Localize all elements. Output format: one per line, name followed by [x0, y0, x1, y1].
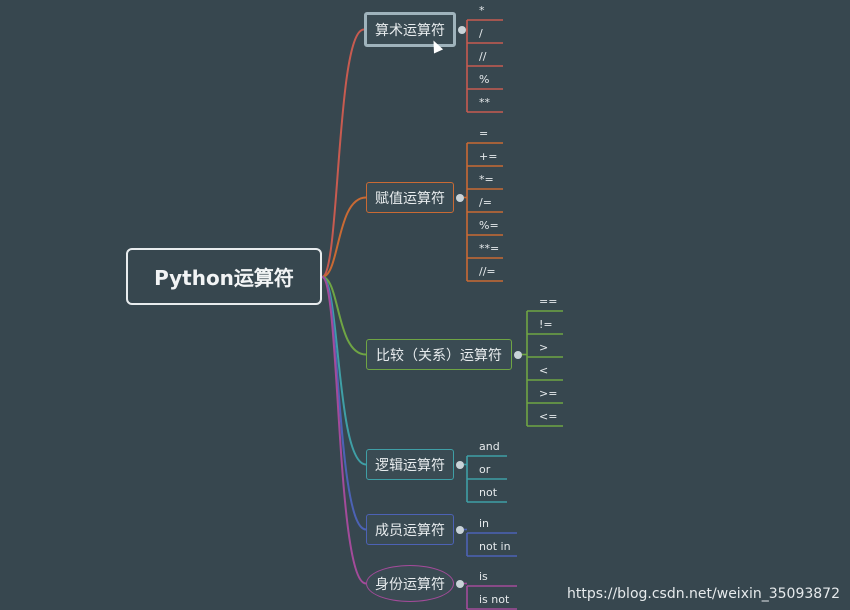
leaf-item[interactable]: in — [479, 517, 490, 530]
leaf-item[interactable]: not — [479, 486, 498, 499]
leaf-item[interactable]: != — [539, 318, 553, 331]
branch-node[interactable]: 成员运算符 — [366, 514, 454, 545]
collapse-dot-icon[interactable] — [456, 579, 464, 588]
leaf-item[interactable]: //= — [479, 265, 496, 278]
leaf-item[interactable]: is not — [479, 593, 510, 606]
leaf-item[interactable]: > — [539, 341, 549, 354]
collapse-dot-icon[interactable] — [456, 460, 464, 469]
leaf-item[interactable]: not in — [479, 540, 511, 553]
leaf-item[interactable]: is — [479, 570, 488, 583]
leaf-item[interactable]: %= — [479, 219, 499, 232]
collapse-dot-icon[interactable] — [458, 25, 466, 34]
branch-node[interactable]: 比较（关系）运算符 — [366, 339, 512, 370]
leaf-item[interactable]: += — [479, 150, 498, 163]
collapse-dot-icon[interactable] — [514, 350, 522, 359]
leaf-item[interactable]: **= — [479, 242, 500, 255]
leaf-item[interactable]: and — [479, 440, 500, 453]
root-branch-connector — [321, 28, 365, 278]
leaf-item[interactable]: == — [539, 295, 558, 308]
collapse-dot-icon[interactable] — [456, 193, 464, 202]
root-branch-connector — [321, 196, 367, 278]
leaf-item[interactable]: ** — [479, 96, 490, 109]
branch-node[interactable]: 身份运算符 — [366, 565, 454, 602]
leaf-item[interactable]: or — [479, 463, 491, 476]
leaf-item[interactable]: /= — [479, 196, 492, 209]
branch-node[interactable]: 逻辑运算符 — [366, 449, 454, 480]
root-branch-connector — [321, 276, 367, 356]
leaf-item[interactable]: = — [479, 127, 489, 140]
leaf-item[interactable]: <= — [539, 410, 558, 423]
collapse-dot-icon[interactable] — [456, 525, 464, 534]
leaf-item[interactable]: / — [479, 27, 483, 40]
leaf-item[interactable]: >= — [539, 387, 558, 400]
root-node[interactable]: Python运算符 — [126, 248, 322, 305]
root-branch-connector — [321, 276, 367, 585]
leaf-item[interactable]: // — [479, 50, 487, 63]
branch-node[interactable]: 算术运算符 — [364, 12, 456, 47]
branch-node[interactable]: 赋值运算符 — [366, 182, 454, 213]
watermark-url: https://blog.csdn.net/weixin_35093872 — [566, 586, 840, 602]
leaf-item[interactable]: *= — [479, 173, 494, 186]
leaf-item[interactable]: < — [539, 364, 549, 377]
leaf-item[interactable]: % — [479, 73, 490, 86]
leaf-item[interactable]: * — [479, 4, 485, 17]
